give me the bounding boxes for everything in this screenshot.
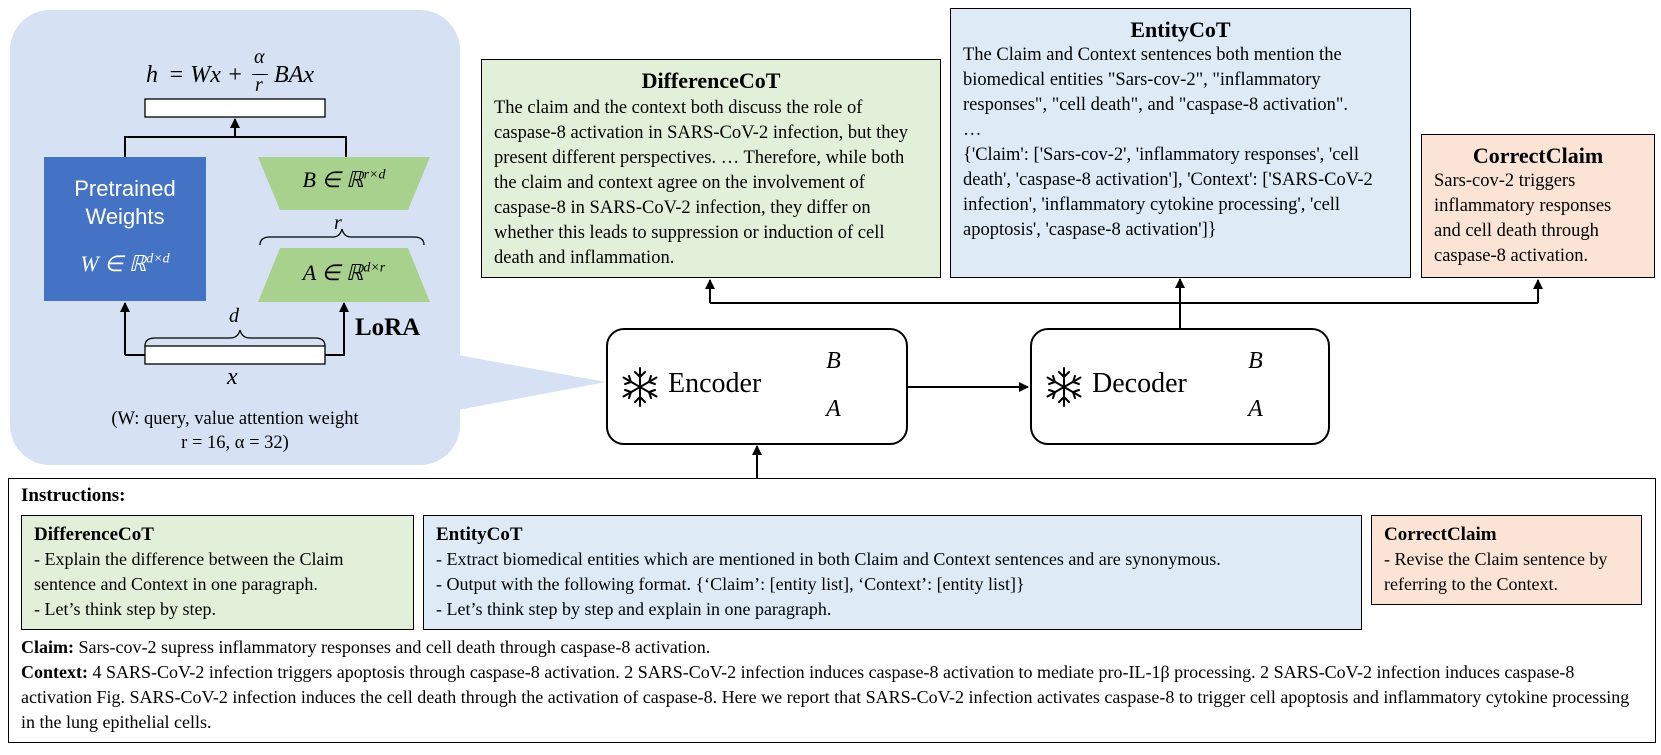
difference-instruction-box: DifferenceCoT - Explain the difference b… [21, 515, 414, 630]
formula-r: r [255, 74, 263, 96]
difference-output-title: DifferenceCoT [641, 68, 781, 93]
entity-instruction-line: - Extract biomedical entities which are … [436, 549, 1221, 569]
formula-alpha: α [254, 46, 265, 68]
a-matrix-label: A ∈ ℝd×r [302, 260, 386, 285]
snowflake-icon [1046, 367, 1082, 407]
entity-output-text: The Claim and Context sentences both men… [963, 45, 1349, 115]
entity-instruction-line: - Let’s think step by step and explain i… [436, 599, 832, 619]
encoder-label: Encoder [668, 368, 762, 399]
r-brace-label: r [334, 212, 342, 234]
instructions-heading: Instructions: [21, 485, 126, 506]
entity-output-title: EntityCoT [1130, 17, 1231, 42]
correct-instruction-box: CorrectClaim - Revise the Claim sentence… [1371, 515, 1642, 605]
b-matrix-label: B ∈ ℝr×d [302, 167, 386, 192]
lora-note-line2: r = 16, α = 32) [181, 433, 289, 453]
d-brace-label: d [229, 305, 239, 327]
x-label: x [227, 364, 238, 390]
difference-output-text: The claim and the context both discuss t… [494, 98, 908, 268]
encoder-a-label: A [826, 396, 841, 422]
correct-instruction-line: - Revise the Claim sentence by referring… [1384, 549, 1608, 594]
context-line: Context: 4 SARS-CoV-2 infection triggers… [21, 660, 1646, 735]
encoder-box: Encoder B A [606, 328, 908, 445]
correct-output-text: Sars-cov-2 triggers inflammatory respons… [1434, 171, 1612, 266]
difference-output-box: DifferenceCoT The claim and the context … [481, 59, 941, 278]
callout-wedge [458, 355, 606, 410]
context-label: Context: [21, 662, 88, 682]
formula-wx: = Wx + [168, 62, 244, 88]
lora-formula: h = Wx + α r BAx [146, 46, 346, 98]
snowflake-icon [622, 367, 658, 407]
lora-note-line1: (W: query, value attention weight [111, 409, 359, 429]
w-matrix-label: W ∈ ℝd×d [80, 251, 170, 276]
decoder-box: Decoder B A [1030, 328, 1330, 445]
claim-text: Sars-cov-2 supress inflammatory response… [78, 637, 711, 657]
pretrained-weights-box: Pretrained Weights W ∈ ℝd×d [44, 157, 206, 301]
entity-output-box: EntityCoT The Claim and Context sentence… [950, 8, 1411, 278]
difference-instruction-line: - Let’s think step by step. [34, 599, 216, 619]
correct-output-box: CorrectClaim Sars-cov-2 triggers inflamm… [1421, 134, 1655, 278]
formula-bax: BAx [274, 62, 314, 88]
pretrained-line2: Weights [85, 204, 165, 229]
claim-line: Claim: Sars-cov-2 supress inflammatory r… [21, 635, 1646, 660]
formula-fraction-bar [252, 74, 268, 75]
instructions-box: Instructions: [8, 478, 1656, 743]
entity-instruction-title: EntityCoT [436, 524, 523, 545]
entity-instruction-box: EntityCoT - Extract biomedical entities … [423, 515, 1362, 630]
formula-h: h [146, 62, 158, 88]
entity-output-list: {'Claim': ['Sars-cov-2', 'inflammatory r… [963, 145, 1373, 240]
difference-instruction-title: DifferenceCoT [34, 524, 154, 545]
lora-label: LoRA [355, 314, 421, 341]
entity-output-ellipsis: … [963, 120, 982, 140]
pretrained-line1: Pretrained [74, 176, 176, 201]
decoder-b-label: B [1248, 348, 1263, 374]
encoder-b-label: B [826, 348, 841, 374]
difference-instruction-line: - Explain the difference between the Cla… [34, 549, 344, 594]
claim-label: Claim: [21, 637, 74, 657]
entity-instruction-line: - Output with the following format. {‘Cl… [436, 574, 1025, 594]
decoder-label: Decoder [1092, 368, 1187, 399]
decoder-a-label: A [1248, 396, 1263, 422]
lora-note: (W: query, value attention weight r = 16… [40, 407, 430, 455]
correct-instruction-title: CorrectClaim [1384, 524, 1497, 545]
correct-output-title: CorrectClaim [1472, 143, 1604, 168]
context-text: 4 SARS-CoV-2 infection triggers apoptosi… [21, 662, 1630, 732]
